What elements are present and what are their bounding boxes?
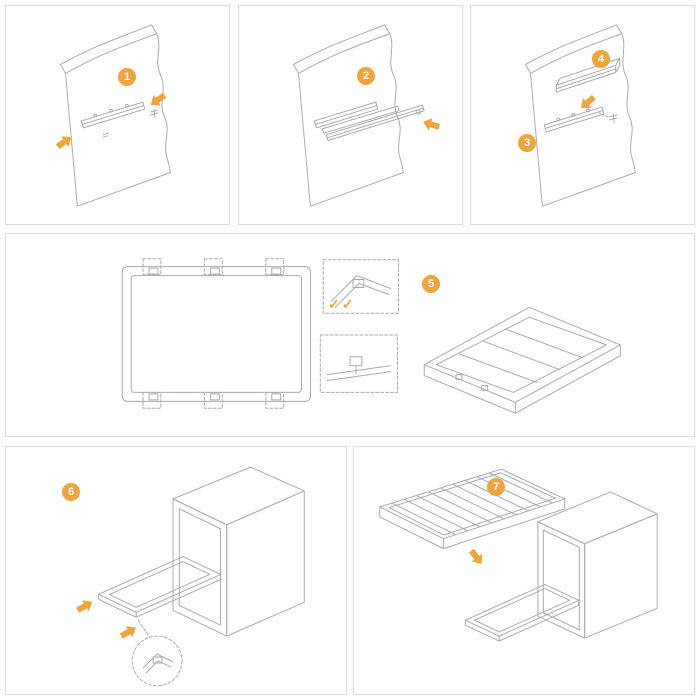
panel-step-5: ✓✓ 5 [5, 233, 695, 437]
checkmark-icon: ✓✓ [328, 296, 356, 312]
frame-drawing [464, 583, 580, 642]
tray-drawing [423, 306, 621, 414]
cabinet-drawing [172, 466, 305, 637]
panel-step-1: 1 [5, 5, 230, 225]
panel-step-6: 6 [5, 446, 347, 695]
step-badge: 2 [357, 67, 375, 85]
cabinet-drawing [537, 491, 658, 639]
slide-rail-drawing [321, 104, 425, 141]
step-badge: 3 [518, 134, 536, 152]
screw-icon [597, 111, 618, 123]
arrow-icon [580, 94, 596, 108]
lower-rail-drawing [543, 106, 605, 133]
arrow-icon [423, 118, 441, 131]
arrow-icon [119, 626, 136, 639]
arrow-icon [55, 136, 72, 150]
illustration-step-2 [293, 24, 441, 207]
step-badge: 7 [487, 478, 505, 496]
step-badge: 1 [118, 68, 136, 86]
cabinet-side-panel-drawing [525, 24, 637, 207]
arrow-icon [150, 92, 167, 106]
arrow-icon [468, 548, 482, 564]
step-badge: 4 [592, 50, 610, 68]
corner-detail-circle-drawing [131, 619, 183, 687]
illustration-step-7 [379, 468, 658, 642]
step-badge: 5 [422, 275, 440, 293]
screw-icon [102, 109, 159, 138]
illustration-step-5 [121, 258, 621, 414]
cabinet-side-panel-drawing [60, 24, 172, 207]
mounting-rail-drawing [313, 101, 379, 129]
illustration-step-1 [55, 24, 172, 207]
illustration-step-3-4 [525, 24, 637, 207]
panel-step-2: 2 [238, 5, 463, 225]
frame-drawing [97, 556, 222, 618]
panel-step-3-4: 4 3 [470, 5, 695, 225]
wire-basket-drawing [379, 468, 566, 550]
upper-rail-drawing [555, 58, 621, 93]
frame-front-view-drawing [121, 258, 311, 409]
arrow-icon [76, 600, 93, 613]
step-badge: 6 [62, 483, 80, 501]
panel-step-7: 7 [353, 446, 695, 695]
mounting-rail-drawing [80, 101, 146, 129]
clip-detail-side-drawing [319, 334, 399, 393]
cabinet-side-panel-drawing [293, 24, 405, 207]
illustration-step-6 [76, 466, 305, 687]
clip-detail-top-drawing [322, 259, 400, 314]
